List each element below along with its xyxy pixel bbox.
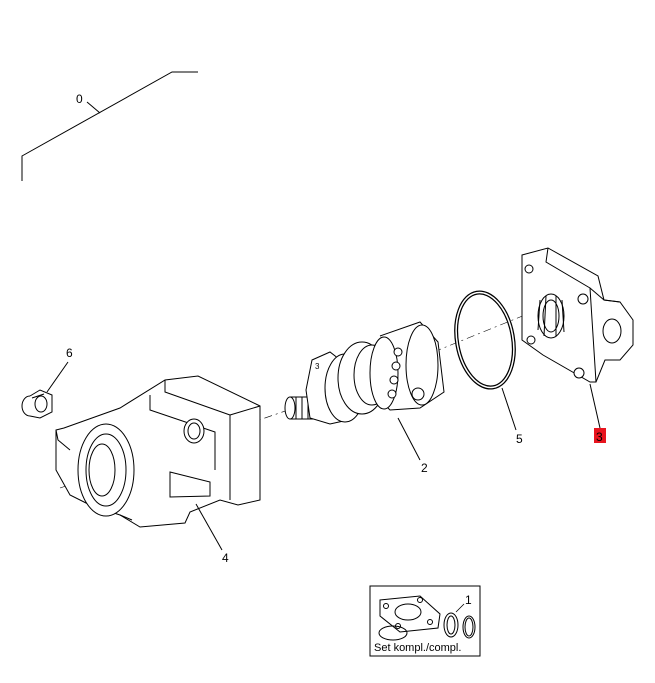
housing-part	[55, 375, 261, 528]
seal-kit-box	[369, 585, 481, 657]
kit-caption: Set kompl./compl.	[374, 642, 461, 654]
leader-3	[589, 383, 601, 429]
leader-2	[397, 417, 421, 461]
o-ring-part	[454, 290, 516, 390]
callout-1[interactable]: 1	[465, 593, 472, 607]
leader-4	[195, 503, 223, 551]
shaft-assembly-part: 3	[284, 321, 445, 425]
leader-5	[501, 387, 517, 431]
callout-0[interactable]: 0	[76, 92, 83, 106]
assembly-reference-bracket	[21, 71, 198, 181]
leader-0	[86, 101, 101, 114]
plug-part	[21, 389, 53, 419]
callout-3-highlight	[594, 428, 606, 443]
callout-2[interactable]: 2	[421, 461, 428, 475]
callout-4[interactable]: 4	[222, 551, 229, 565]
leader-6	[46, 361, 69, 393]
svg-text:3: 3	[315, 362, 320, 371]
callout-3[interactable]: 3	[596, 430, 603, 444]
callout-5[interactable]: 5	[516, 432, 523, 446]
callout-6[interactable]: 6	[66, 346, 73, 360]
end-cover-part	[521, 247, 634, 383]
